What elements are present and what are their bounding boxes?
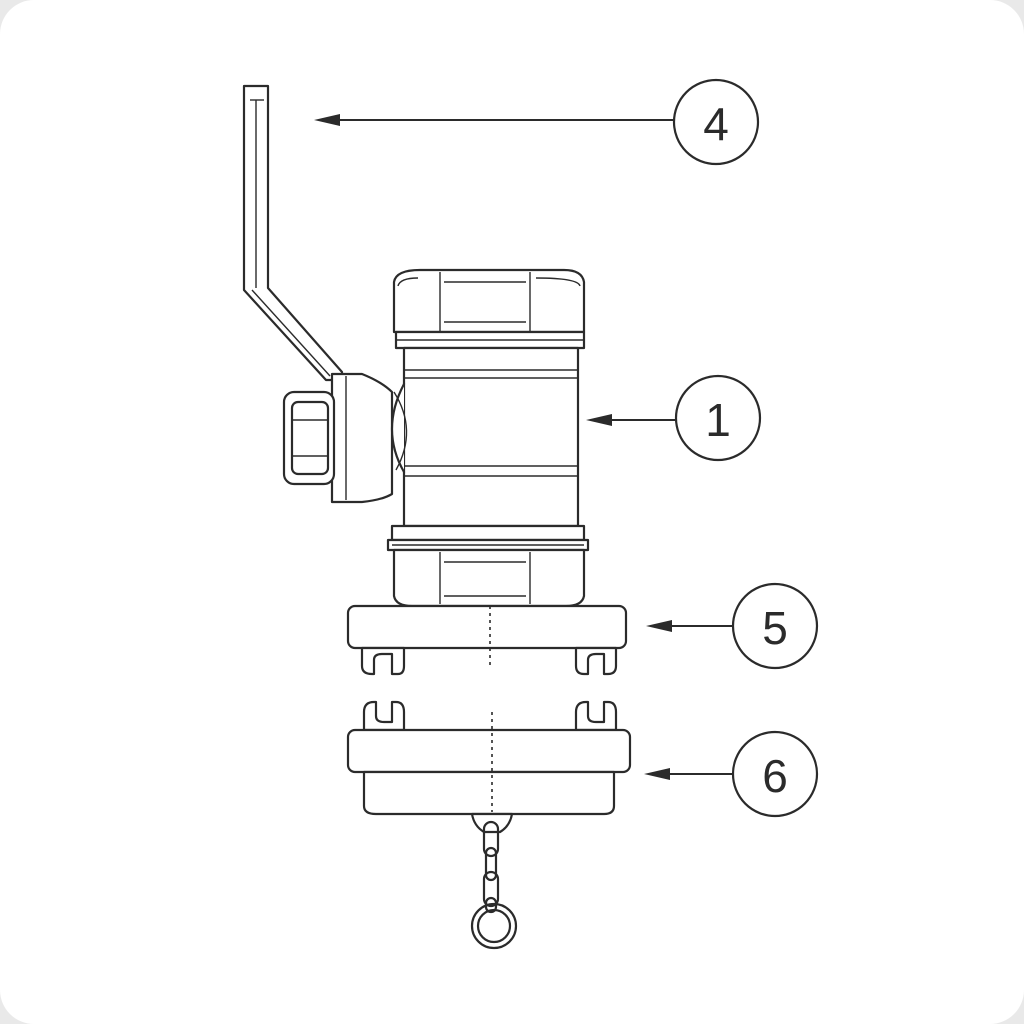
coupling-adapter <box>346 604 628 676</box>
ball-valve-body <box>282 268 590 608</box>
callout-5: 5 <box>646 582 819 670</box>
callout-1-label: 1 <box>705 394 731 446</box>
callout-1: 1 <box>586 374 762 462</box>
callout-5-label: 5 <box>762 602 788 654</box>
callout-4-label: 4 <box>703 98 729 150</box>
callout-6-label: 6 <box>762 750 788 802</box>
callout-4: 4 <box>314 78 760 166</box>
callout-6: 6 <box>644 730 819 818</box>
lever-handle <box>242 84 344 382</box>
blanking-cap-with-chain <box>346 700 632 950</box>
